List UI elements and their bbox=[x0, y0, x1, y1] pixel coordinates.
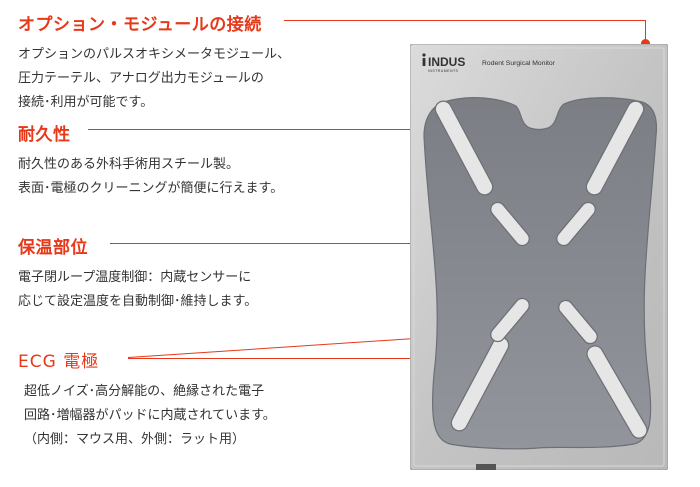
feature-title: 保温部位 bbox=[18, 238, 88, 258]
feature-description: オプションのパルスオキシメータモジュール、 圧力テーテル、アナログ出力モジュール… bbox=[18, 43, 378, 115]
leader-line bbox=[110, 243, 464, 244]
description-line: 電子閉ループ温度制御：内蔵センサーに bbox=[18, 270, 252, 285]
leader-line bbox=[128, 358, 484, 359]
feature-durability: 耐久性 耐久性のある外科手術用スチール製。 表面･電極のクリーニングが簡便に行え… bbox=[18, 120, 378, 201]
leader-line bbox=[88, 129, 414, 130]
description-line: 圧力テーテル、アナログ出力モジュールの bbox=[18, 71, 264, 86]
description-line: 表面･電極のクリーニングが簡便に行えます。 bbox=[18, 181, 284, 196]
ecg-electrode bbox=[585, 100, 645, 196]
leader-line bbox=[284, 20, 646, 21]
feature-title: オプション・モジュールの接続 bbox=[18, 15, 262, 35]
device-model: Rodent Surgical Monitor bbox=[482, 60, 556, 67]
feature-description: 超低ノイズ･高分解能の、絶縁された電子 回路･増幅器がパッドに内蔵されています。… bbox=[18, 380, 378, 452]
cable-connector bbox=[476, 464, 496, 470]
device-brand: INDUS bbox=[428, 55, 465, 69]
leader-line bbox=[645, 20, 646, 43]
electrode-group bbox=[434, 100, 648, 439]
ecg-electrode bbox=[490, 297, 530, 343]
ecg-electrode bbox=[556, 201, 596, 247]
feature-title: 耐久性 bbox=[18, 125, 71, 145]
indus-logo-icon bbox=[422, 53, 426, 66]
feature-description: 耐久性のある外科手術用スチール製。 表面･電極のクリーニングが簡便に行えます。 bbox=[18, 153, 378, 201]
feature-title: ECG 電極 bbox=[18, 352, 100, 372]
device-brand-sub: INSTRUMENTS bbox=[428, 69, 459, 73]
description-line: 耐久性のある外科手術用スチール製。 bbox=[18, 157, 240, 172]
ecg-electrode bbox=[586, 345, 648, 439]
description-line: オプションのパルスオキシメータモジュール、 bbox=[18, 47, 291, 62]
description-line: 応じて設定温度を自動制御･維持します。 bbox=[18, 294, 258, 309]
feature-ecg-electrode: ECG 電極 超低ノイズ･高分解能の、絶縁された電子 回路･増幅器がパッドに内蔵… bbox=[18, 347, 378, 452]
surgical-monitor-device: INDUS INSTRUMENTS Rodent Surgical Monito… bbox=[410, 44, 668, 470]
ecg-electrode bbox=[490, 201, 530, 247]
feature-warming-area: 保温部位 電子閉ループ温度制御：内蔵センサーに 応じて設定温度を自動制御･維持し… bbox=[18, 233, 378, 314]
feature-description: 電子閉ループ温度制御：内蔵センサーに 応じて設定温度を自動制御･維持します。 bbox=[18, 266, 378, 314]
description-line: （内側：マウス用、外側：ラット用） bbox=[24, 432, 246, 447]
ecg-electrode bbox=[558, 299, 598, 345]
description-line: 回路･増幅器がパッドに内蔵されています。 bbox=[24, 408, 276, 423]
ecg-electrode bbox=[434, 100, 494, 196]
description-line: 接続･利用が可能です。 bbox=[18, 95, 154, 110]
description-line: 超低ノイズ･高分解能の、絶縁された電子 bbox=[24, 384, 265, 399]
feature-option-module: オプション・モジュールの接続 オプションのパルスオキシメータモジュール、 圧力テ… bbox=[18, 10, 378, 115]
